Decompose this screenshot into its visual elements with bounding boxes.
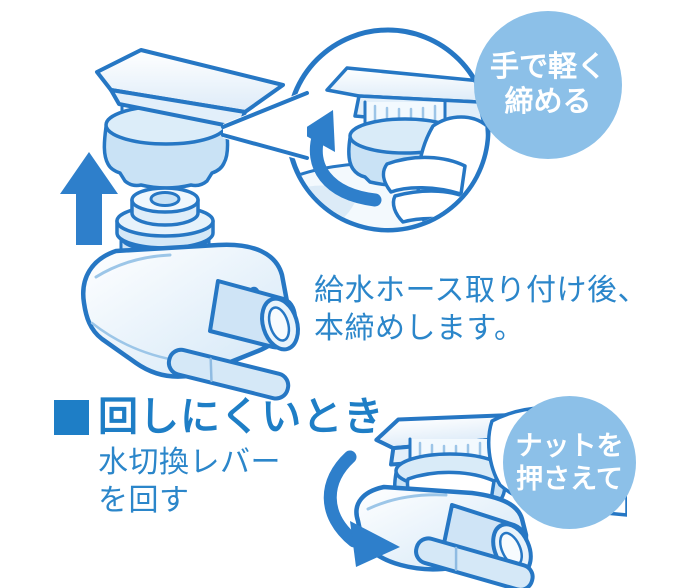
body-contour <box>366 493 448 511</box>
up-arrow-icon <box>60 152 118 245</box>
switch-lever <box>414 536 535 588</box>
diverter-valve-illustration <box>81 186 300 401</box>
nut-and-spout-illustration <box>60 48 309 245</box>
subtext-line: 水切換レバー <box>98 446 281 479</box>
switch-lever <box>166 347 291 401</box>
outlet-pipe <box>208 279 300 352</box>
callout-text-line: 手で軽く <box>489 50 606 83</box>
rotate-arrow-icon <box>299 110 382 207</box>
section-heading: 回しにくいとき <box>54 394 384 440</box>
callout-text-line: 押さえて <box>516 463 623 494</box>
index-finger <box>381 155 467 196</box>
section-subtext: 水切換レバー を回す <box>98 444 281 520</box>
instruction-line: 本締めします。 <box>314 312 525 345</box>
callout-wedge <box>221 90 309 162</box>
body-contour <box>94 253 172 279</box>
callout-text-line: ナットを <box>515 430 624 461</box>
hold-nut-callout: ナットを 押さえて <box>503 396 636 529</box>
instruction-line: 給水ホース取り付け後、 <box>314 274 648 307</box>
hand-tighten-callout: 手で軽く 締める <box>474 11 622 159</box>
subtext-line: を回す <box>98 484 190 517</box>
rotate-arrow-icon <box>323 450 400 567</box>
instruction-text: 給水ホース取り付け後、 本締めします。 <box>314 272 648 348</box>
inlet-hole <box>149 191 181 207</box>
square-bullet-icon <box>54 399 89 435</box>
callout-text-line: 締める <box>504 86 592 118</box>
section-heading-label: 回しにくいとき <box>98 395 385 439</box>
magnified-view-circle <box>285 27 491 233</box>
faucet-spout <box>95 48 285 130</box>
